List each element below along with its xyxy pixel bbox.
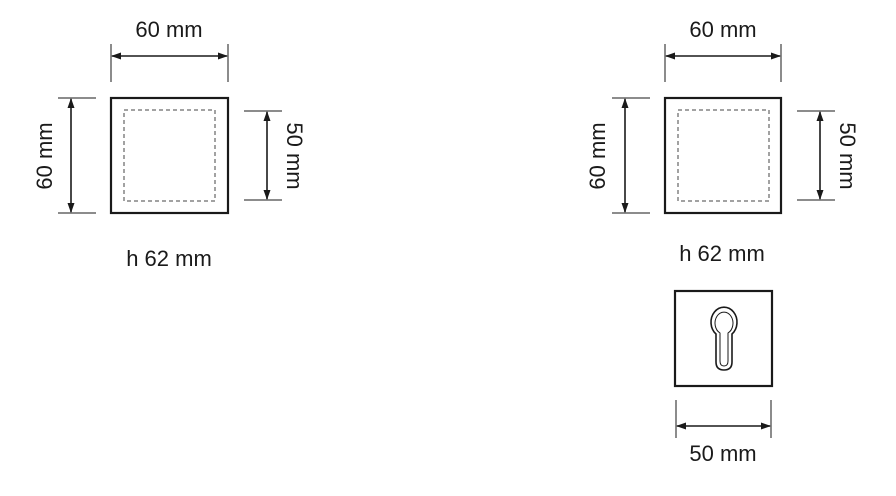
left-rose-outline (109, 96, 230, 215)
left-rose-inner-dashed (123, 109, 216, 202)
left-depth-label: h 62 mm (126, 246, 212, 271)
left-inner-label: 50 mm (282, 122, 307, 189)
right-width-label: 60 mm (689, 17, 756, 42)
right-rose-inner-dashed (677, 109, 770, 202)
right-depth-label: h 62 mm (679, 241, 765, 266)
escutcheon-width-label: 50 mm (689, 441, 756, 466)
right-rose-group: 60 mm 60 mm 50 mm h 62 mm (585, 17, 860, 266)
keyhole-icon (710, 306, 738, 371)
left-width-label: 60 mm (135, 17, 202, 42)
left-height-label: 60 mm (32, 122, 57, 189)
escutcheon-outline (673, 289, 774, 388)
left-rose-group: 60 mm 60 mm 50 mm h 62 mm (32, 17, 307, 271)
right-rose-outline (663, 96, 783, 215)
right-inner-label: 50 mm (835, 122, 860, 189)
right-height-label: 60 mm (585, 122, 610, 189)
keyhole-inner-icon (714, 311, 734, 367)
escutcheon-group: 50 mm (673, 289, 774, 466)
